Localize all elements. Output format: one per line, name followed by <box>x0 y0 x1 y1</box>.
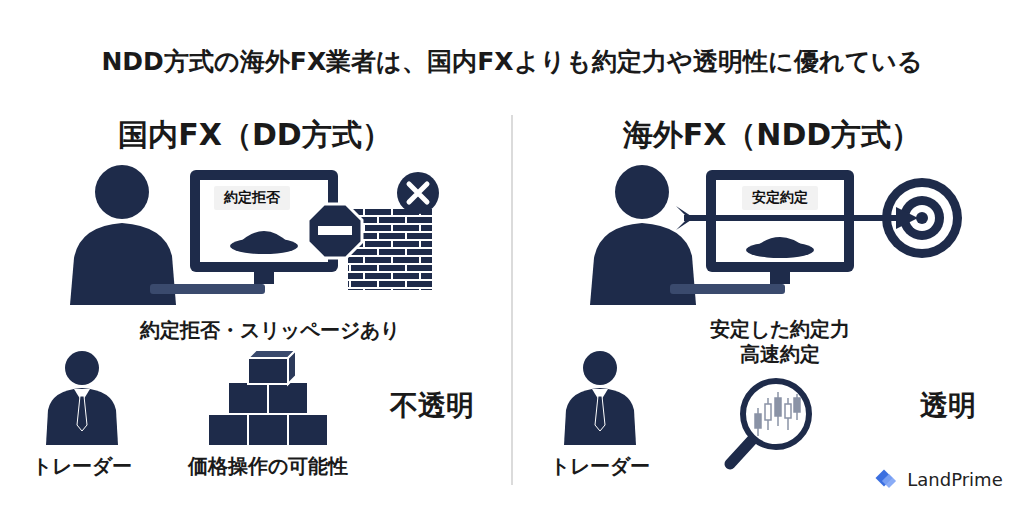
panel-heading: 国内FX（DD方式） <box>118 116 391 154</box>
title: NDD方式の海外FX業者は、国内FXよりも約定力や透明性に優れている <box>101 46 922 77</box>
risk-label: 価格操作の可能性 <box>188 454 348 479</box>
right-trader-icon <box>564 351 636 445</box>
left-trader-icon <box>46 351 118 445</box>
caption: 安定した約定力 高速約定 <box>700 317 860 367</box>
screen-label: 約定拒否 <box>224 189 280 207</box>
screen-label-box: 安定約定 <box>742 186 818 210</box>
box-stack <box>208 350 328 446</box>
screen-label-box: 約定拒否 <box>214 186 290 210</box>
rating-label: 透明 <box>920 388 976 423</box>
divider <box>511 115 513 485</box>
screen-label: 安定約定 <box>752 189 808 207</box>
panel-heading: 海外FX（NDD方式） <box>623 116 922 154</box>
right-monitor <box>706 170 854 284</box>
target <box>676 178 962 258</box>
trader-label: トレーダー <box>32 454 132 479</box>
rating-label: 不透明 <box>390 388 474 423</box>
stop-sign <box>308 172 439 290</box>
caption: 約定拒否・スリッページあり <box>140 318 400 343</box>
logo-text: LandPrime <box>907 469 1002 492</box>
logo-icon <box>876 470 897 489</box>
magnifier <box>730 381 809 464</box>
trader-label: トレーダー <box>550 454 650 479</box>
